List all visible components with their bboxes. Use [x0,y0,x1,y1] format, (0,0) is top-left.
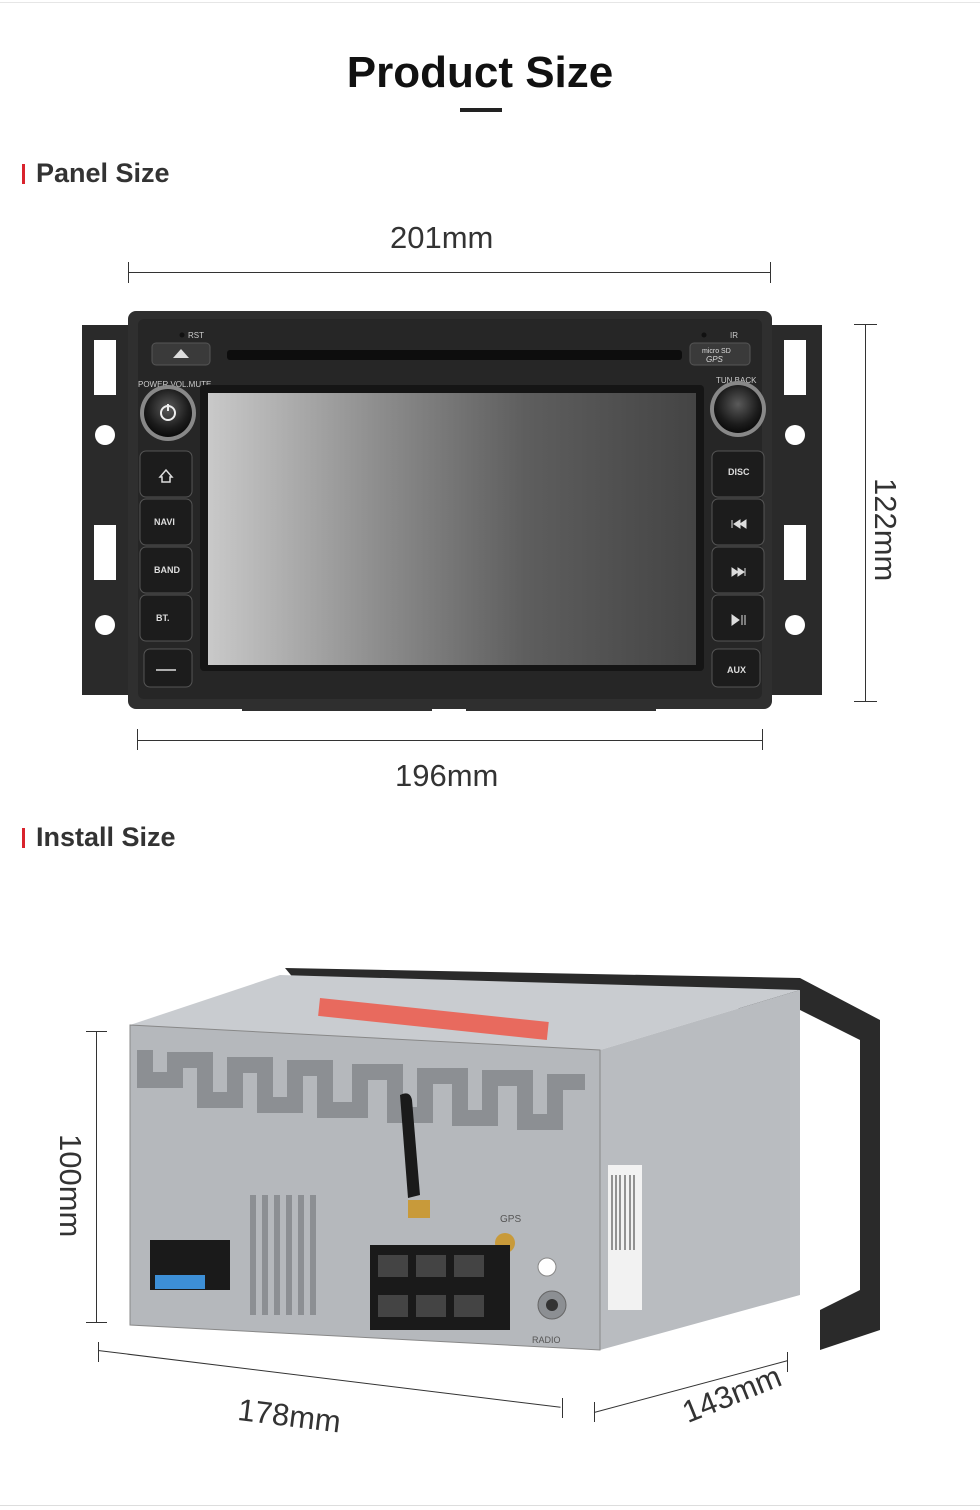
bottom-divider [0,1505,980,1506]
install-section-label: Install Size [36,822,176,852]
gps-label: GPS [706,355,724,364]
panel-width-bottom-tick-left [137,729,138,750]
panel-width-top-line [128,272,771,273]
aux-label: AUX [727,665,746,675]
install-height-line [96,1031,97,1323]
install-height-label: 100mm [53,1134,88,1238]
rst-label: RST [188,331,204,340]
micro-sd-label: micro SD [702,348,731,355]
rear-chassis-device: GPS RADIO [129,968,880,1351]
panel-width-top-tick-left [128,262,129,283]
bt-label: BT. [156,613,170,623]
install-section-marker [22,828,25,848]
panel-width-top-label: 201mm [390,220,494,255]
panel-width-bottom-label: 196mm [395,758,499,793]
band-label: BAND [154,565,180,575]
install-depth-label: 143mm [677,1358,787,1430]
title-underline [460,108,502,112]
panel-section-label: Panel Size [36,158,170,188]
tun-back-label: TUN.BACK [716,376,757,385]
panel-height-tick-bottom [854,701,877,702]
rear-gps-label: GPS [500,1214,521,1225]
power-vol-mute-label: POWER.VOL.MUTE [138,380,211,389]
front-panel-device: RST micro SD GPS IR POWER.VOL.MUTE TUN.B… [82,311,822,711]
install-depth-tick-left [594,1402,595,1422]
ir-label: IR [730,331,738,340]
panel-height-label: 122mm [868,478,903,582]
rear-radio-label: RADIO [532,1335,561,1345]
panel-height-tick-top [854,324,877,325]
panel-width-bottom-tick-right [762,729,763,750]
install-depth-tick-right [787,1352,788,1372]
disc-label: DISC [728,467,750,477]
navi-label: NAVI [154,517,175,527]
panel-height-line [865,324,866,702]
panel-width-top-tick-right [770,262,771,283]
install-height-tick-top [86,1031,107,1032]
install-width-tick-right [562,1398,563,1418]
panel-section-marker [22,164,25,184]
panel-width-bottom-line [137,740,763,741]
install-height-tick-bottom [86,1322,107,1323]
top-divider [0,2,980,3]
install-width-tick-left [98,1342,99,1362]
install-width-label: 178mm [235,1392,343,1440]
page-title: Product Size [346,48,614,97]
